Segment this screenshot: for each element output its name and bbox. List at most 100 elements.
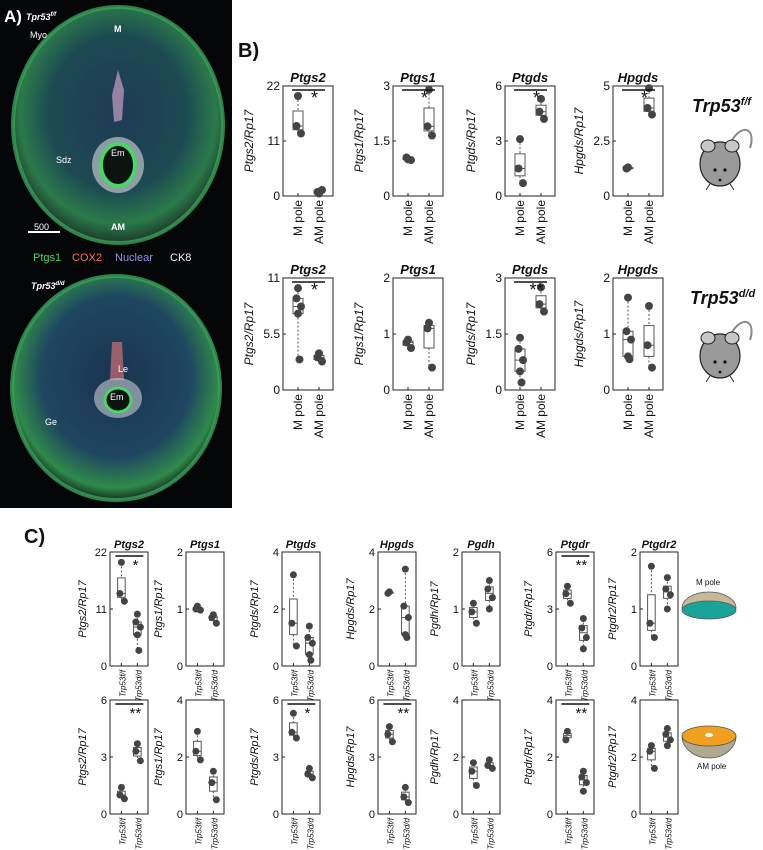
axes-frame bbox=[281, 699, 321, 815]
x-tick-label: AM pole bbox=[642, 200, 656, 244]
y-axis-label: Ptgs1/Rp17 bbox=[352, 108, 366, 172]
x-tick-label: AM pole bbox=[534, 394, 548, 438]
y-tick-label: 3 bbox=[383, 79, 390, 93]
data-point bbox=[627, 335, 635, 344]
x-tick-label: Trp53d/d bbox=[580, 669, 589, 701]
panel-b-letter: B) bbox=[238, 40, 260, 62]
legend-nuclear: Nuclear bbox=[115, 252, 153, 264]
x-tick-label: AM pole bbox=[422, 394, 436, 438]
y-axis-label: Ptgdr2/Rp17 bbox=[607, 577, 619, 640]
y-tick-label: 1 bbox=[603, 327, 610, 341]
mouse-dd-icon bbox=[699, 320, 753, 383]
data-point bbox=[562, 736, 570, 744]
y-tick-label: 0 bbox=[631, 809, 637, 821]
y-axis-label: Pgdh/Rp17 bbox=[429, 581, 441, 637]
axes-frame bbox=[392, 277, 444, 391]
data-point bbox=[578, 624, 586, 632]
data-point bbox=[485, 756, 493, 764]
data-point bbox=[135, 646, 143, 654]
y-tick-label: 2 bbox=[631, 547, 637, 559]
data-point bbox=[519, 356, 527, 365]
y-tick-label: 0 bbox=[101, 661, 107, 673]
y-tick-label: 0 bbox=[495, 383, 502, 397]
data-point bbox=[318, 186, 326, 194]
data-point bbox=[624, 293, 632, 302]
x-tick-label: Trp53f/f bbox=[194, 669, 203, 697]
y-tick-label: 1 bbox=[177, 604, 183, 616]
y-tick-label: 0 bbox=[101, 809, 107, 821]
chart-title: Ptgs1 bbox=[400, 262, 435, 277]
x-tick-label: Trp53f/f bbox=[194, 817, 203, 845]
data-point bbox=[117, 558, 125, 566]
box bbox=[643, 325, 655, 357]
y-axis-label: Pgdh/Rp17 bbox=[429, 729, 441, 785]
axes-frame bbox=[639, 699, 679, 815]
genotype-bottom-label: Tpr53d/d bbox=[31, 281, 65, 291]
data-point bbox=[650, 764, 658, 772]
data-point bbox=[472, 619, 480, 627]
y-axis-label: Ptgdr2/Rp17 bbox=[607, 725, 619, 788]
data-point bbox=[662, 585, 670, 593]
y-axis-label: Ptgds/Rp17 bbox=[464, 301, 478, 365]
x-tick-label: Trp53f/f bbox=[290, 817, 299, 845]
label-ge: Ge bbox=[45, 417, 58, 427]
legend-ck8: CK8 bbox=[170, 252, 192, 264]
axes-frame bbox=[281, 551, 321, 667]
y-tick-label: 0 bbox=[273, 809, 279, 821]
chart-title: Hpgds bbox=[380, 539, 414, 551]
data-point bbox=[196, 756, 204, 764]
y-tick-label: 0 bbox=[603, 383, 610, 397]
significance-label: * bbox=[311, 88, 318, 108]
significance-label: * bbox=[311, 280, 318, 300]
data-point bbox=[666, 591, 674, 599]
genotype-dd-label: Trp53d/d bbox=[690, 288, 756, 308]
data-point bbox=[485, 577, 493, 584]
data-point bbox=[423, 324, 432, 333]
genotype-top-label: Tpr53f/f bbox=[26, 12, 57, 22]
y-tick-label: 6 bbox=[495, 79, 502, 93]
data-point bbox=[485, 605, 493, 613]
x-tick-label: M pole bbox=[401, 394, 415, 430]
embryo-top bbox=[99, 142, 137, 188]
y-tick-label: 3 bbox=[273, 752, 279, 764]
data-point bbox=[407, 344, 415, 352]
x-tick-label: AM pole bbox=[642, 394, 656, 438]
axes-frame bbox=[612, 277, 664, 391]
data-point bbox=[120, 597, 128, 605]
x-tick-label: Trp53d/d bbox=[210, 817, 219, 849]
x-tick-label: M pole bbox=[291, 394, 305, 430]
data-point bbox=[318, 357, 326, 366]
axes-frame bbox=[612, 85, 664, 197]
y-axis-label: Ptgs2/Rp17 bbox=[77, 579, 89, 637]
data-point bbox=[566, 599, 574, 607]
significance-label: ** bbox=[576, 557, 588, 574]
data-point bbox=[404, 799, 412, 807]
y-axis-label: Ptgds/Rp17 bbox=[249, 579, 261, 637]
data-point bbox=[514, 344, 523, 353]
data-point bbox=[292, 734, 300, 742]
data-point bbox=[537, 94, 545, 103]
data-point bbox=[133, 740, 141, 748]
significance-label: ** bbox=[529, 280, 543, 300]
axes-frame bbox=[639, 551, 679, 667]
data-point bbox=[402, 338, 411, 347]
y-tick-label: 3 bbox=[495, 271, 502, 285]
data-point bbox=[663, 725, 671, 732]
data-point bbox=[385, 723, 393, 731]
data-point bbox=[516, 333, 524, 342]
y-tick-label: 4 bbox=[453, 695, 459, 707]
axes-frame bbox=[282, 277, 334, 391]
data-point bbox=[117, 783, 125, 791]
data-point bbox=[289, 709, 297, 717]
x-tick-label: Trp53d/d bbox=[486, 817, 495, 849]
y-tick-label: 0 bbox=[453, 661, 459, 673]
significance-label: ** bbox=[576, 705, 588, 722]
x-tick-label: Trp53d/d bbox=[486, 669, 495, 701]
data-point bbox=[297, 129, 305, 138]
data-point bbox=[305, 764, 313, 772]
